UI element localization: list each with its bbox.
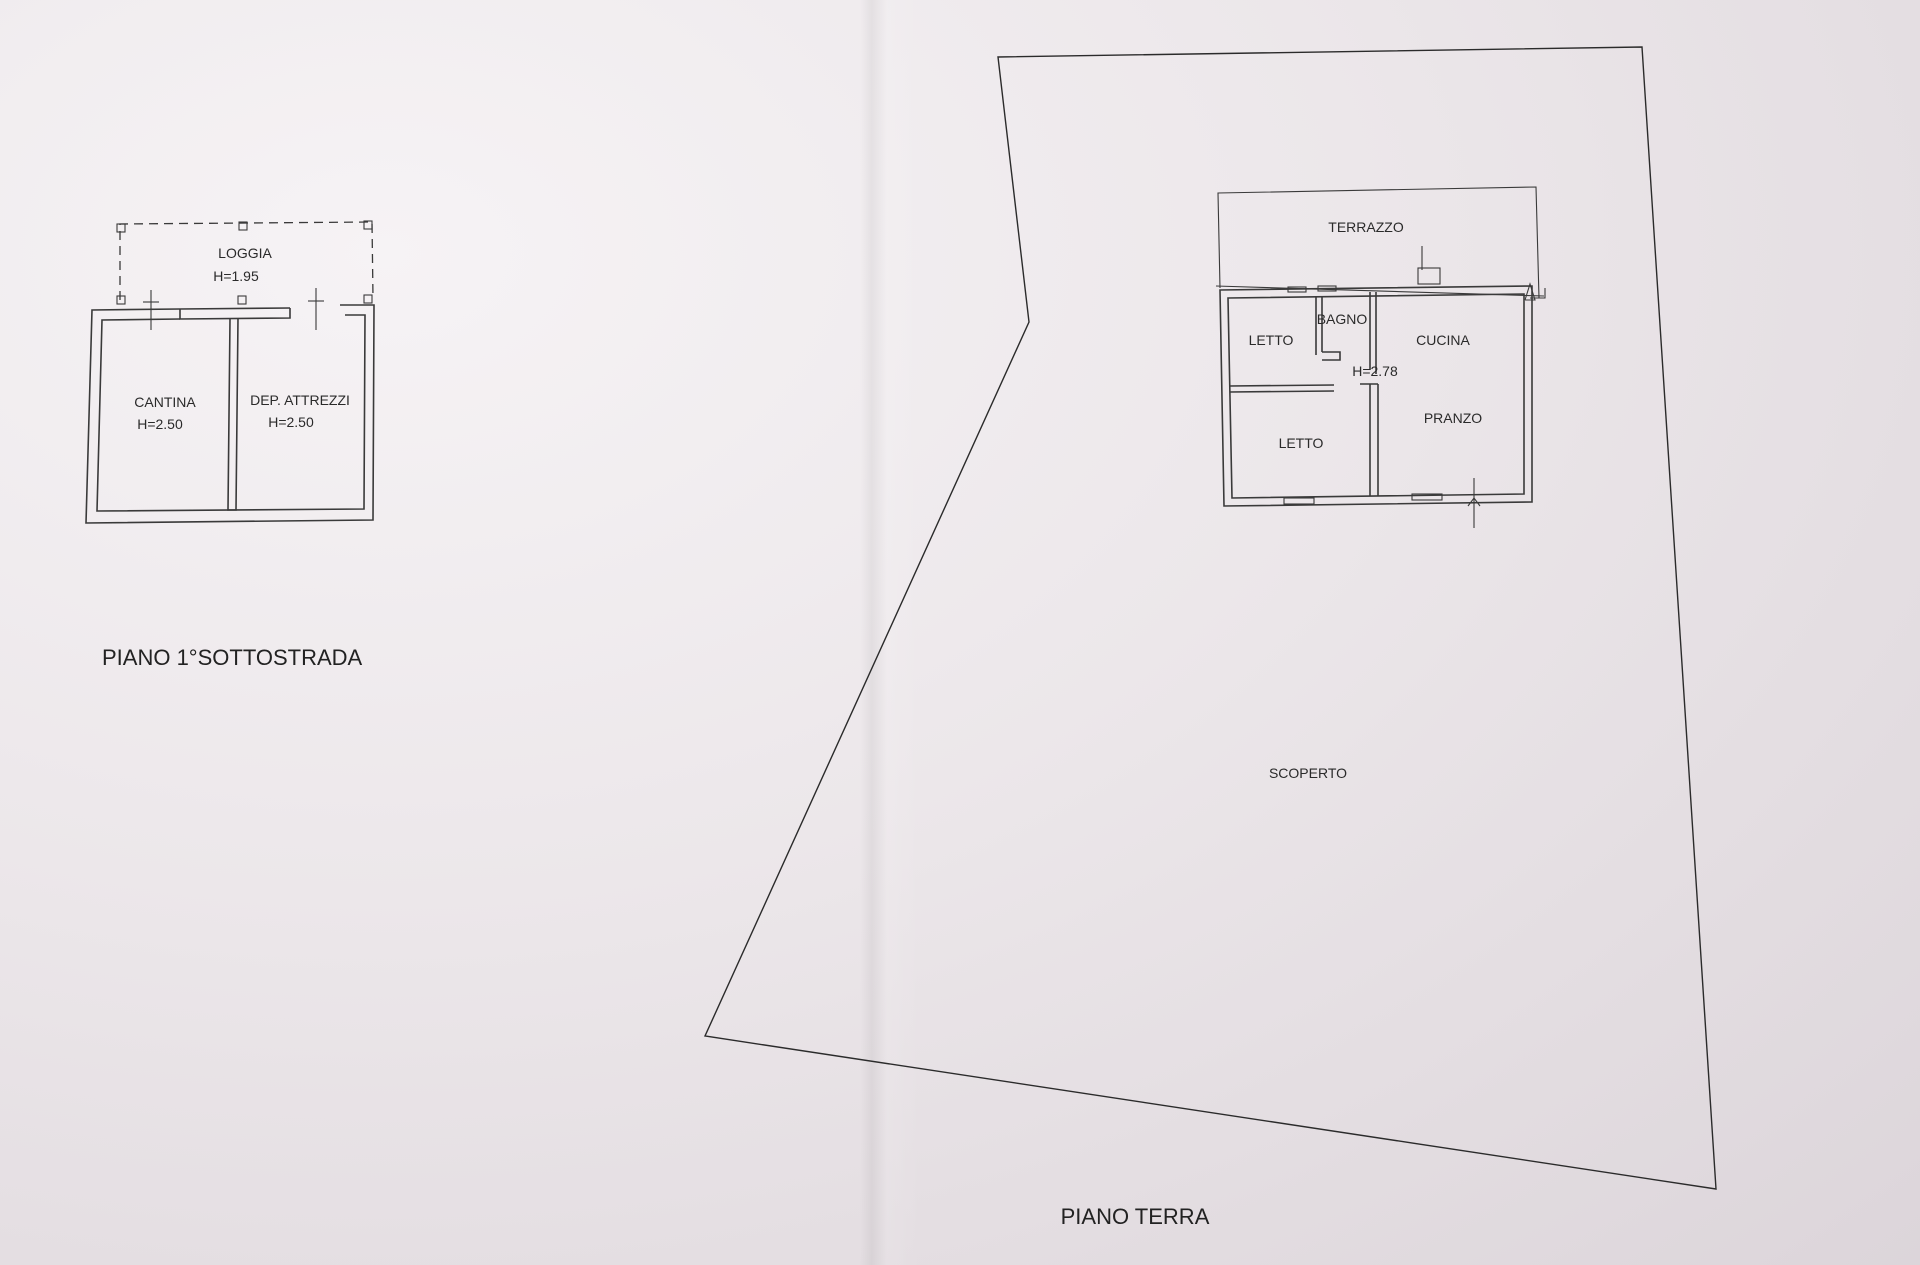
- basement-inner-wall: [96, 314, 366, 512]
- room-label-terrazzo: TERRAZZO: [1328, 219, 1404, 235]
- basement-title: PIANO 1°SOTTOSTRADA: [102, 645, 363, 670]
- basement-front-wall: [179, 308, 291, 320]
- lot-boundary: [703, 46, 1717, 1190]
- loggia-pillar: [116, 295, 126, 305]
- basement-partition: [227, 317, 239, 511]
- loggia-pillar: [363, 220, 373, 230]
- room-height-ground: H=2.78: [1352, 363, 1398, 379]
- room-height-loggia: H=1.95: [213, 268, 259, 284]
- room-label-cucina: CUCINA: [1416, 332, 1470, 348]
- loggia-outline: [119, 221, 374, 300]
- loggia-pillar: [238, 221, 248, 231]
- room-label-bagno: BAGNO: [1317, 311, 1368, 327]
- window-mark: [1317, 285, 1337, 292]
- room-label-letto-2: LETTO: [1279, 435, 1324, 451]
- window-mark: [1287, 286, 1307, 293]
- basement-outer-wall: [85, 304, 375, 524]
- partition-letto-letto: [1229, 384, 1335, 387]
- terrace-outline: [1217, 186, 1540, 299]
- house-inner-wall: [1227, 293, 1525, 499]
- ground-plan: TERRAZZO LETTO BAGNO CUCINA H=2.78 LETTO…: [703, 46, 1717, 1229]
- window-mark: [1283, 497, 1315, 505]
- room-label-dep-attrezzi: DEP. ATTREZZI: [250, 392, 350, 408]
- room-label-pranzo: PRANZO: [1424, 410, 1482, 426]
- ground-title: PIANO TERRA: [1061, 1204, 1210, 1229]
- basement-plan: LOGGIA H=1.95 CANTINA H=2.50 DEP. ATTREZ…: [85, 220, 375, 670]
- window-mark: [1411, 493, 1443, 501]
- terrace-step: [1417, 267, 1441, 285]
- lot-label-scoperto: SCOPERTO: [1269, 765, 1347, 781]
- loggia-pillar: [363, 294, 373, 304]
- room-label-loggia: LOGGIA: [218, 245, 272, 261]
- loggia-pillar: [237, 295, 247, 305]
- room-height-cantina: H=2.50: [137, 416, 183, 432]
- room-label-letto-1: LETTO: [1249, 332, 1294, 348]
- house-outer-wall: [1219, 285, 1533, 507]
- loggia-pillar: [116, 223, 126, 233]
- room-label-cantina: CANTINA: [134, 394, 196, 410]
- room-height-dep-attrezzi: H=2.50: [268, 414, 314, 430]
